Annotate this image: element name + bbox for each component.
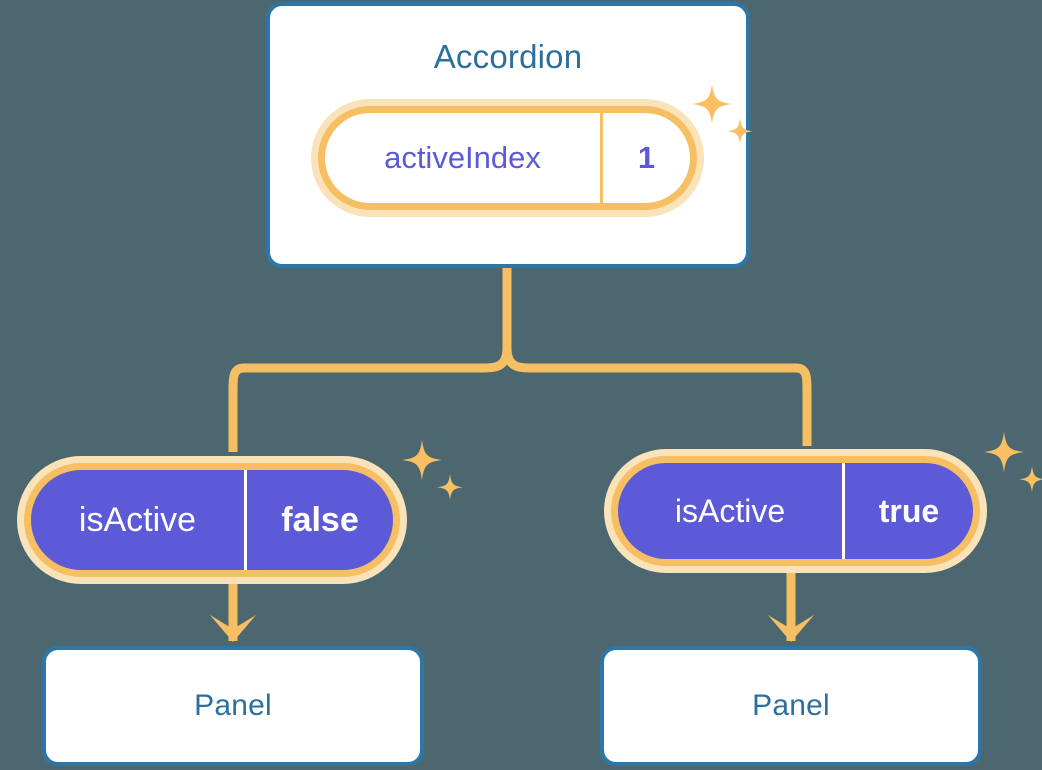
panel-title: Panel (194, 689, 272, 722)
state-pill-body: isActive false (31, 470, 393, 570)
state-key-label: isActive (78, 500, 197, 539)
state-pill-ring: isActive false (24, 463, 400, 577)
state-value-label: 1 (600, 113, 690, 203)
state-pill-isactive-left[interactable]: isActive false (17, 456, 407, 584)
panel-title: Panel (752, 689, 830, 722)
state-pill-activeindex[interactable]: activeIndex 1 (311, 99, 704, 217)
component-card-panel-left[interactable]: Panel (42, 646, 424, 766)
state-pill-isactive-right[interactable]: isActive true (604, 449, 987, 573)
connector-branch-left (228, 347, 512, 452)
arrow-down-icon-right (768, 573, 814, 642)
state-pill-body: isActive true (618, 463, 973, 559)
state-value-label: true (842, 463, 973, 559)
connector-branch-right (502, 347, 812, 446)
state-key-label: isActive (674, 492, 786, 529)
state-pill-ring: isActive true (611, 456, 980, 566)
page-title: Accordion (433, 38, 583, 75)
component-card-panel-right[interactable]: Panel (600, 646, 982, 766)
state-pill-ring: activeIndex 1 (318, 106, 697, 210)
state-pill-body: activeIndex 1 (325, 113, 690, 203)
state-value-label: false (244, 470, 393, 570)
state-key-label: activeIndex (384, 140, 541, 175)
arrow-down-icon-left (210, 584, 256, 642)
